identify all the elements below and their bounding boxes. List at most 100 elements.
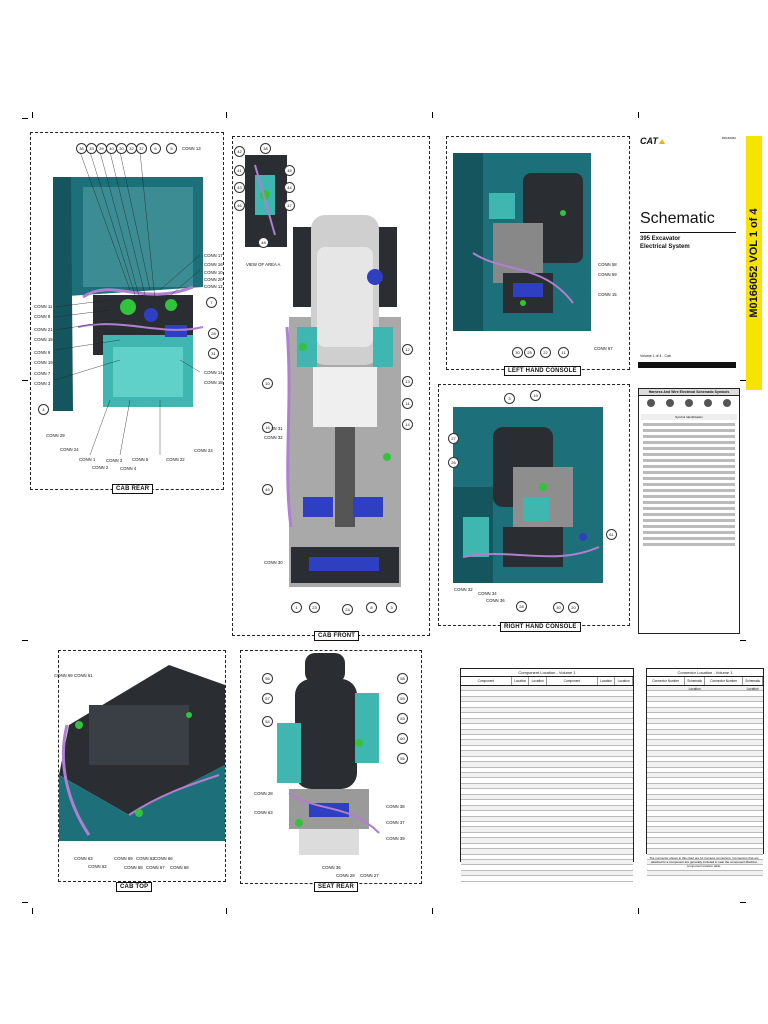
callout-circle: 53 [397,713,408,724]
callout-circle: 59 [397,693,408,704]
callout-label: CONN 29 [46,433,65,438]
crop-mark [638,908,639,914]
callout-circle: 48 [258,237,269,248]
table-row [461,865,633,871]
table-row [647,822,763,828]
callout-circle: 54 [262,716,273,727]
crop-mark [638,112,639,118]
callout-circle: 57 [262,693,273,704]
table-row [647,768,763,773]
cat-logo: CAT [640,136,665,146]
table-row [461,876,633,882]
table-row [647,800,763,806]
table-row [461,783,633,790]
right-console-panel [438,384,630,626]
table-row [461,757,633,763]
view-area-a-photo [245,155,287,247]
legend-row [643,537,735,540]
left-console-label: LEFT HAND CONSOLE [504,366,581,376]
table-row [647,855,763,860]
table-body [461,686,633,882]
table-row [461,762,633,768]
table-row [647,827,763,833]
legend-row [643,465,735,468]
callout-label: CONN 63 [254,810,273,815]
legend-row [643,459,735,462]
table-row [461,794,633,801]
table-row [647,702,763,708]
table-row [461,805,633,812]
callout-circle: 27 [448,433,459,444]
callout-label: CONN 12 [204,284,223,289]
table-row [647,833,763,839]
callout-label: CONN 9 [34,350,51,355]
table-row [647,757,763,763]
callout-circle: 49 [262,484,273,495]
column-header: Connector Number [705,677,744,685]
legend-row [643,483,735,486]
doc-id: M0166052 [721,136,736,140]
callout-label: CONN 36 [322,865,341,870]
callout-circle: 58 [397,673,408,684]
callout-label: CONN 27 [360,873,379,878]
callout-label: CONN 34 [478,591,497,596]
callout-circle: 16 [262,422,273,433]
table-body [647,686,763,877]
seat-rear-label: SEAT REAR [314,882,359,892]
callout-circle: 42 [234,146,245,157]
table-row [461,870,633,877]
cab-top-label: CAB TOP [116,882,153,892]
legend-row [643,531,735,534]
callout-circle: 1 [291,602,302,613]
callout-circle: 22 [540,347,551,358]
table-row [461,707,633,714]
callout-label: CONN 69 [54,673,73,678]
callout-label: CONN 20 [204,277,223,282]
legend-icons [639,396,739,410]
legend-row [643,429,735,432]
table-header: Component Location Location Component Lo… [461,677,633,686]
callout-circle: 12 [402,344,413,355]
callout-circle: 43 [234,182,245,193]
crop-mark [432,112,433,118]
table-row [461,691,633,697]
crop-mark [740,380,746,381]
callout-label: CONN 16 [204,262,223,267]
legend-row [643,489,735,492]
legend-subtitle: Symbol Identification [641,414,737,420]
cab-front-photo [283,207,407,591]
callout-label: CONN 24 [60,447,79,452]
symbol-icon [665,399,674,407]
table-row [461,735,633,741]
right-console-label: RIGHT HAND CONSOLE [500,622,581,632]
cab-rear-photo [53,177,213,411]
callout-label: CONN 69 [114,856,133,861]
crop-mark [22,380,28,381]
callout-label: CONN 18 [204,380,223,385]
table-row [461,751,633,757]
table-row [461,816,633,822]
table-row [647,740,763,746]
table-row [647,838,763,844]
callout-label: CONN 3 [106,458,123,463]
table-row [647,751,763,757]
callout-label: CONN 10 [204,270,223,275]
callout-circle: 30 [553,602,564,613]
callout-circle: 28 [516,601,527,612]
legend-row [643,477,735,480]
table-title: Connector Location - Volume 1 [647,669,763,677]
table-row [647,844,763,850]
callout-label: CONN 17 [204,253,223,258]
left-console-photo [453,153,591,331]
callout-label: CONN 15 [34,337,53,342]
legend-row [643,471,735,474]
cab-front-panel [232,136,430,636]
right-console-photo [453,407,603,583]
cab-rear-label: CAB REAR [112,484,154,494]
callout-label: CONN 4 [120,466,137,471]
table-row [461,860,633,866]
callout-label: CONN 13 [182,146,201,151]
cab-top-photo [59,665,225,841]
callout-label: CONN 37 [386,820,405,825]
callout-circle: 10 [262,378,273,389]
